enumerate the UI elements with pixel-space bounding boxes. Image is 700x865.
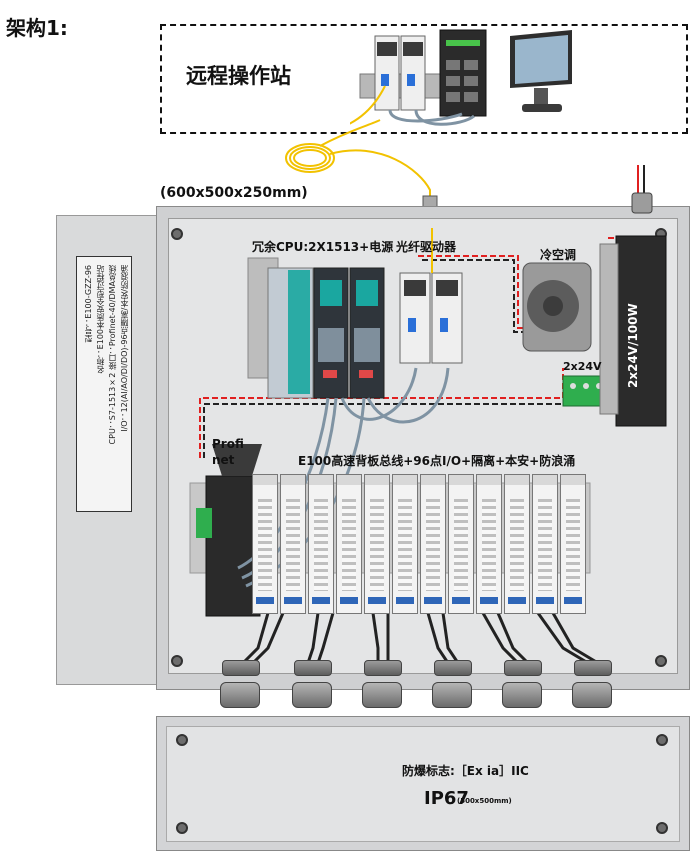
remote-station-label: 远程操作站 <box>186 64 291 88</box>
dc24-label: 2x24V <box>563 360 602 373</box>
cable-gland-icon <box>364 660 402 676</box>
remote-station-box <box>160 24 688 134</box>
screw-icon <box>171 655 183 667</box>
ip-dims-label: (500x500mm) <box>457 797 512 805</box>
io-module <box>336 474 362 614</box>
nameplate: 型号：E100-GZZ-96 名称：E100本质安全型过程站 CPU：S7-15… <box>76 256 132 512</box>
cable-gland-icon <box>432 682 472 708</box>
fiber-coil <box>285 119 438 219</box>
io-module <box>308 474 334 614</box>
cpu-label: 冗余CPU:2X1513+电源 <box>252 240 394 254</box>
hmi-monitor-icon <box>510 30 572 112</box>
fiber-driver <box>399 228 463 364</box>
screw-icon <box>656 734 668 746</box>
cable-gland-icon <box>572 682 612 708</box>
redundant-cpu <box>267 267 385 399</box>
cable-gland-icon <box>434 660 472 676</box>
ex-mark-label: 防爆标志:［Ex ia］IIC <box>402 764 529 778</box>
power-supply <box>599 235 667 427</box>
profinet-label-line: net <box>212 453 235 467</box>
io-module <box>560 474 586 614</box>
cable-gland-icon <box>504 660 542 676</box>
cable-gland-icon <box>362 682 402 708</box>
io-module <box>364 474 390 614</box>
screw-icon <box>176 822 188 834</box>
nameplate-line: 型号：E100-GZZ-96 <box>84 265 93 343</box>
power-supply-label: 2x24V/100W <box>626 303 640 388</box>
io-module <box>420 474 446 614</box>
aircon-label: 冷空调 <box>540 248 577 262</box>
fiber-converter-remote <box>374 35 426 111</box>
nameplate-line: CPU：S7-1513×2 接口：Profinet-40/DMA总线 <box>108 265 117 445</box>
air-conditioner-icon <box>522 262 592 352</box>
ip-rating-label: IP67 <box>424 788 469 809</box>
cabinet-dimensions: (600x500x250mm) <box>160 185 308 201</box>
nameplate-line: 名称：E100本质安全型过程站 <box>96 265 105 374</box>
io-module <box>504 474 530 614</box>
cable-gland-icon <box>222 660 260 676</box>
profinet-module <box>196 444 262 617</box>
cable-gland-icon <box>294 660 332 676</box>
screw-icon <box>171 228 183 240</box>
io-module <box>252 474 278 614</box>
cable-gland-icon <box>292 682 332 708</box>
screw-icon <box>655 655 667 667</box>
nameplate-line: I/O：12(AI/AO/DI/DO)-96点隔离/本安/防浪涌 <box>120 265 129 432</box>
screw-icon <box>176 734 188 746</box>
network-switch-icon <box>439 29 487 117</box>
cable-gland-icon <box>502 682 542 708</box>
top-cable-entry <box>631 165 653 214</box>
io-module <box>280 474 306 614</box>
io-module <box>476 474 502 614</box>
profinet-label-line: Profi <box>212 437 244 451</box>
architecture-title: 架构1: <box>6 16 68 40</box>
fiber-driver-label: 光纤驱动器 <box>396 240 457 254</box>
cable-gland-icon <box>574 660 612 676</box>
lower-cabinet-panel <box>166 726 680 842</box>
backplane-label: E100高速背板总线+96点I/O+隔离+本安+防浪涌 <box>298 454 576 468</box>
io-module <box>448 474 474 614</box>
io-module <box>532 474 558 614</box>
remote-devices <box>350 29 572 126</box>
cable-gland-icon <box>220 682 260 708</box>
screw-icon <box>656 822 668 834</box>
profinet-label: Profi net <box>212 436 244 468</box>
io-module <box>392 474 418 614</box>
